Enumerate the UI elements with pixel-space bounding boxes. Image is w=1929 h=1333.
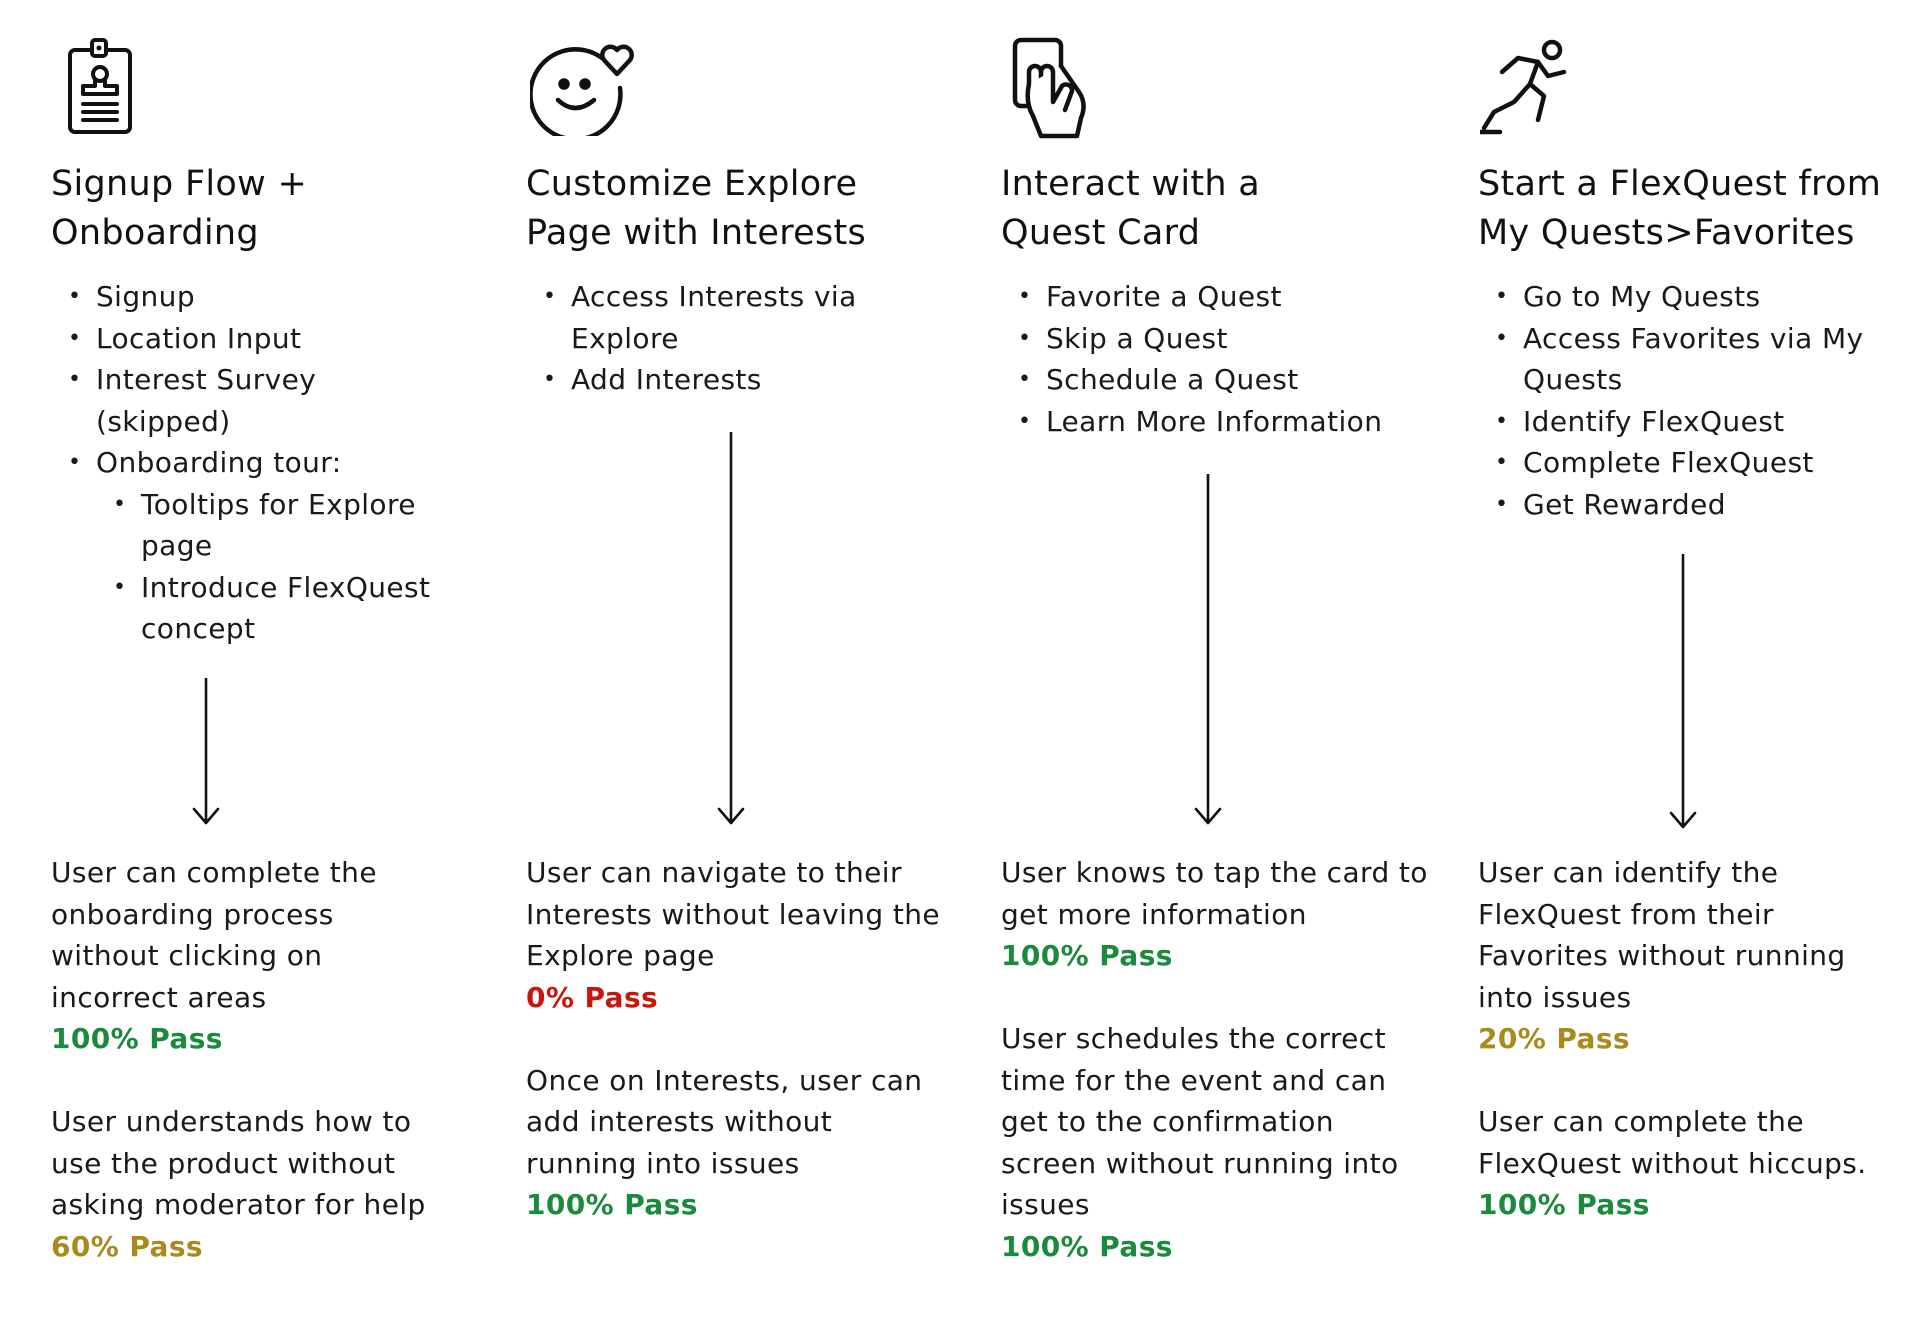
title-line: My Quests>Favorites xyxy=(1478,213,1855,253)
steps-list: Go to My Quests Access Favorites via My … xyxy=(1478,276,1923,525)
outcome: User schedules the correct time for the … xyxy=(1001,1018,1431,1267)
outcome: User understands how to use the product … xyxy=(51,1101,451,1267)
substeps-list: Tooltips for Explore page Introduce Flex… xyxy=(96,484,456,650)
outcome-text: User can complete the onboarding process… xyxy=(51,856,377,1014)
step-item: Add Interests xyxy=(543,359,941,401)
hand-card-icon xyxy=(1011,36,1101,146)
outcome: User can identify the FlexQuest from the… xyxy=(1478,852,1898,1060)
step-item: Complete FlexQuest xyxy=(1495,442,1923,484)
outcome-text: User schedules the correct time for the … xyxy=(1001,1022,1399,1221)
substep-item: Tooltips for Explore page xyxy=(113,484,456,567)
outcomes: User can identify the FlexQuest from the… xyxy=(1478,852,1898,1267)
outcome: User can complete the onboarding process… xyxy=(51,852,451,1060)
step-item: Signup xyxy=(68,276,456,318)
pass-rate: 60% Pass xyxy=(51,1229,203,1263)
step-item: Go to My Quests xyxy=(1495,276,1923,318)
title-line: Onboarding xyxy=(51,213,259,253)
step-item: Access Favorites via My Quests xyxy=(1495,318,1923,401)
step-item: Schedule a Quest xyxy=(1018,359,1436,401)
pass-rate: 0% Pass xyxy=(526,980,659,1014)
down-arrow-icon xyxy=(1194,474,1222,825)
steps-list: Favorite a Quest Skip a Quest Schedule a… xyxy=(1001,276,1436,442)
title-line: Interact with a xyxy=(1001,164,1261,204)
step-item: Get Rewarded xyxy=(1495,484,1923,526)
step-label: Onboarding tour: xyxy=(96,446,342,479)
substep-item: Introduce FlexQuest concept xyxy=(113,567,456,650)
outcomes: User knows to tap the card to get more i… xyxy=(1001,852,1431,1309)
title-line: Signup Flow + xyxy=(51,164,308,204)
outcome-text: User can identify the FlexQuest from the… xyxy=(1478,856,1846,1014)
pass-rate: 100% Pass xyxy=(1001,939,1173,972)
flow-column-signup: Signup Flow + Onboarding Signup Location… xyxy=(51,0,451,1333)
title-line: Page with Interests xyxy=(526,213,867,253)
step-item: Onboarding tour: Tooltips for Explore pa… xyxy=(68,442,456,650)
down-arrow-icon xyxy=(1669,554,1697,829)
down-arrow-icon xyxy=(717,432,745,825)
column-title: Start a FlexQuest from My Quests>Favorit… xyxy=(1478,160,1918,258)
outcomes: User can complete the onboarding process… xyxy=(51,852,451,1309)
step-item: Access Interests via Explore xyxy=(543,276,941,359)
down-arrow-icon xyxy=(192,678,220,825)
outcome: User can complete the FlexQuest without … xyxy=(1478,1101,1898,1226)
running-person-icon xyxy=(1480,36,1570,146)
title-line: Start a FlexQuest from xyxy=(1478,164,1882,204)
pass-rate: 100% Pass xyxy=(1001,1229,1173,1263)
step-item: Location Input xyxy=(68,318,456,360)
pass-rate: 100% Pass xyxy=(51,1022,223,1055)
step-item: Skip a Quest xyxy=(1018,318,1436,360)
pass-rate: 100% Pass xyxy=(526,1188,698,1221)
step-item: Learn More Information xyxy=(1018,401,1436,443)
step-item: Favorite a Quest xyxy=(1018,276,1436,318)
outcome-text: Once on Interests, user can add interest… xyxy=(526,1063,923,1180)
outcome-text: User can navigate to their Interests wit… xyxy=(526,856,941,972)
column-title: Signup Flow + Onboarding xyxy=(51,160,491,258)
smiley-heart-icon xyxy=(530,36,634,146)
steps-list: Access Interests via Explore Add Interes… xyxy=(526,276,941,401)
flow-column-quest-card: Interact with a Quest Card Favorite a Qu… xyxy=(1001,0,1431,1333)
step-item: Interest Survey (skipped) xyxy=(68,359,456,442)
column-title: Interact with a Quest Card xyxy=(1001,160,1441,258)
steps-list: Signup Location Input Interest Survey (s… xyxy=(51,276,456,650)
flow-column-flexquest: Start a FlexQuest from My Quests>Favorit… xyxy=(1478,0,1918,1333)
outcome-text: User understands how to use the product … xyxy=(51,1105,426,1221)
outcome: User can navigate to their Interests wit… xyxy=(526,852,946,1018)
title-line: Quest Card xyxy=(1001,213,1201,253)
id-badge-icon xyxy=(66,36,156,146)
outcome: User knows to tap the card to get more i… xyxy=(1001,852,1431,977)
pass-rate: 100% Pass xyxy=(1478,1188,1650,1221)
column-title: Customize Explore Page with Interests xyxy=(526,160,966,258)
title-line: Customize Explore xyxy=(526,164,858,204)
outcome-text: User can complete the FlexQuest without … xyxy=(1478,1105,1867,1180)
pass-rate: 20% Pass xyxy=(1478,1022,1630,1055)
outcome: Once on Interests, user can add interest… xyxy=(526,1060,946,1226)
step-item: Identify FlexQuest xyxy=(1495,401,1923,443)
outcomes: User can navigate to their Interests wit… xyxy=(526,852,946,1267)
outcome-text: User knows to tap the card to get more i… xyxy=(1001,856,1428,931)
flow-column-explore: Customize Explore Page with Interests Ac… xyxy=(526,0,946,1333)
